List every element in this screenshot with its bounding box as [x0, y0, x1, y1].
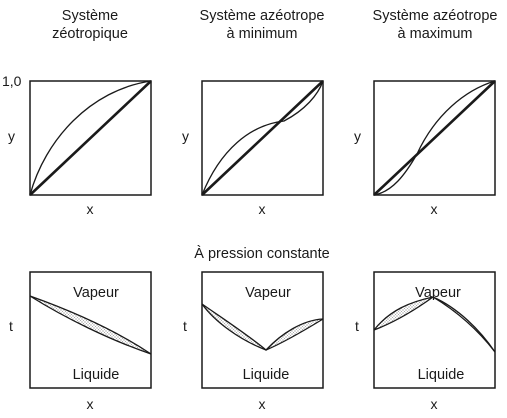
col2-title-line1: Système azéotrope [200, 8, 325, 24]
yx-panel-max-azeotrope-frame [373, 80, 496, 196]
tx-panel-min-azeotrope-frame [201, 271, 324, 389]
yx-panel-max-azeotrope [373, 80, 496, 196]
yx-panel-max-azeotrope-diagonal [373, 80, 496, 196]
yx-panel-zeotropic [29, 80, 152, 196]
tx-panel-max-azeotrope-t-label: t [355, 318, 359, 334]
tx-panel-max-azeotrope-vapor-label: Vapeur [415, 285, 461, 301]
yx-panel-max-azeotrope-x-label: x [431, 201, 438, 217]
yx-panel-min-azeotrope [201, 80, 324, 196]
yx-panel-max-azeotrope-y-label: y [354, 128, 361, 144]
yx-panel-zeotropic-x-label: x [87, 201, 94, 217]
col1-title-line1: Système [62, 8, 118, 24]
yx-panel-min-azeotrope-diagonal [201, 80, 324, 196]
yx-panel-zeotropic-diagonal [29, 80, 152, 196]
tx-panel-zeotropic-frame [29, 271, 152, 389]
tx-panel-zeotropic-two-phase-region [30, 296, 151, 354]
tx-panel-max-azeotrope-dew-curve [373, 296, 496, 353]
col2-title-line2: à minimum [227, 26, 298, 42]
col3-title-line1: Système azéotrope [373, 8, 498, 24]
tx-panel-zeotropic-dew-curve [29, 295, 152, 355]
yx-panel-zeotropic-frame [29, 80, 152, 196]
tx-panel-min-azeotrope-x-label: x [259, 396, 266, 412]
tx-panel-max-azeotrope-right-lens [433, 297, 495, 352]
tx-panel-min-azeotrope-vapor-label: Vapeur [245, 285, 291, 301]
tx-panel-min-azeotrope-dew-curve [201, 303, 324, 351]
yx-panel-min-azeotrope-frame [201, 80, 324, 196]
tx-panel-min-azeotrope [201, 271, 324, 389]
yx-panel-zeotropic-y-label: y [8, 128, 15, 144]
tx-panel-min-azeotrope-liquid-label: Liquide [243, 367, 290, 383]
tx-panel-zeotropic-t-label: t [9, 318, 13, 334]
yx-panel-min-azeotrope-equilibrium-curve [201, 80, 324, 196]
col1-title-line2: zéotropique [52, 26, 128, 42]
tx-panel-zeotropic-bubble-curve [29, 295, 152, 355]
tx-panel-min-azeotrope-right-lens [266, 319, 323, 350]
yx-y-tick-1: 1,0 [2, 73, 22, 89]
tx-panel-max-azeotrope [373, 271, 496, 389]
tx-panel-min-azeotrope-t-label: t [183, 318, 187, 334]
tx-panel-max-azeotrope-frame [373, 271, 496, 389]
tx-panel-zeotropic-vapor-label: Vapeur [73, 285, 119, 301]
col3-title-line2: à maximum [398, 26, 473, 42]
yx-panel-zeotropic-equilibrium-curve [29, 80, 152, 196]
tx-panel-max-azeotrope-liquid-label: Liquide [418, 367, 465, 383]
tx-panel-zeotropic-liquid-label: Liquide [73, 367, 120, 383]
tx-panel-max-azeotrope-left-lens [374, 297, 433, 330]
tx-panel-zeotropic [29, 271, 152, 389]
yx-panel-max-azeotrope-equilibrium-curve [373, 80, 496, 196]
tx-panel-zeotropic-x-label: x [87, 396, 94, 412]
tx-panel-max-azeotrope-x-label: x [431, 396, 438, 412]
yx-panel-min-azeotrope-y-label: y [182, 128, 189, 144]
tx-panel-max-azeotrope-bubble-curve [373, 296, 496, 353]
yx-panel-min-azeotrope-x-label: x [259, 201, 266, 217]
constant-pressure-caption: À pression constante [194, 245, 329, 262]
